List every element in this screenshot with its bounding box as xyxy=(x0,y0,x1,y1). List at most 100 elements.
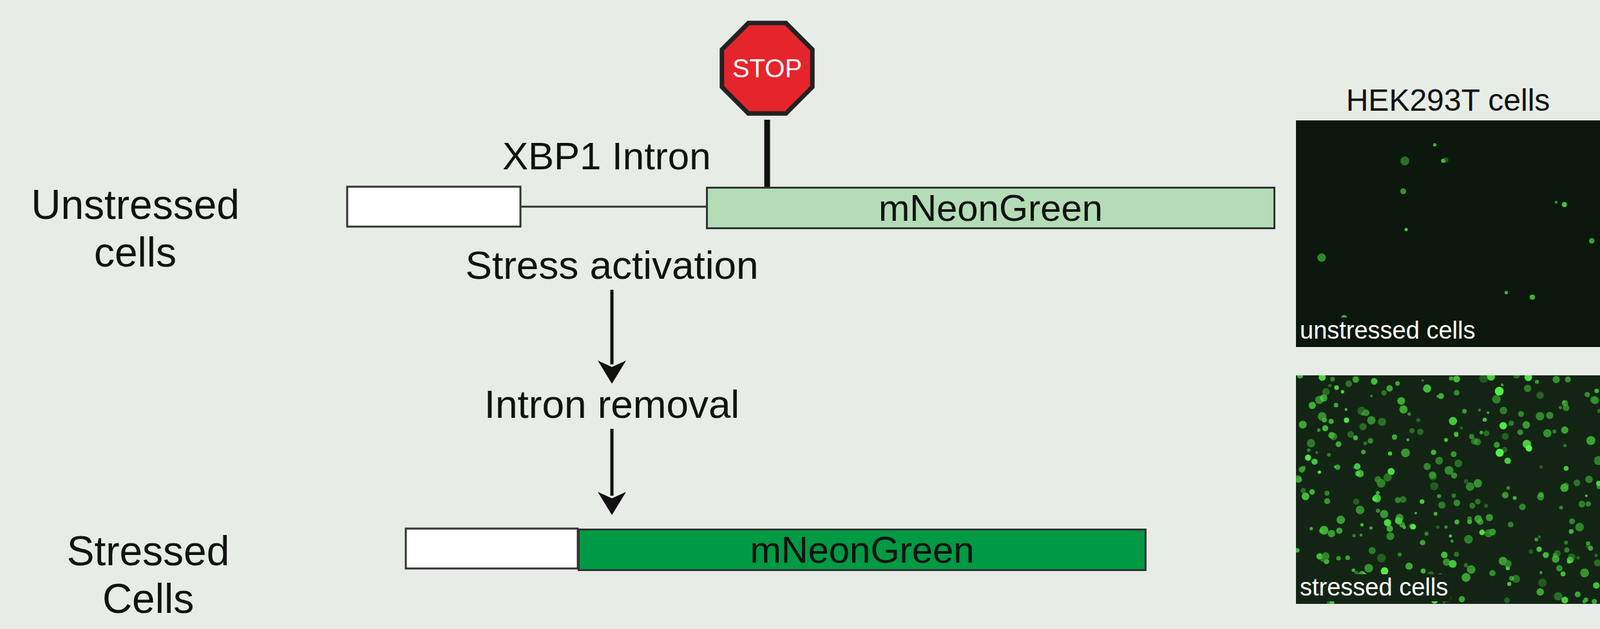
cell-dot xyxy=(1345,380,1353,388)
cell-dot xyxy=(1513,496,1517,501)
cell-dot xyxy=(1353,498,1360,505)
cell-dot xyxy=(1391,434,1398,440)
reporter-box: mNeonGreen xyxy=(705,186,1276,230)
cell-dot xyxy=(1386,385,1393,392)
cell-dot xyxy=(1495,387,1505,397)
cell-dot xyxy=(1399,496,1407,504)
cell-dot xyxy=(1322,388,1330,396)
flow-arrow xyxy=(610,428,614,496)
cell-dot xyxy=(1583,597,1589,603)
cell-dot xyxy=(1428,471,1437,480)
cell-dot xyxy=(1534,537,1539,542)
cell-dot xyxy=(1384,519,1392,527)
cell-dot xyxy=(1376,479,1386,489)
cell-dot xyxy=(1475,499,1481,505)
cell-dot xyxy=(1504,457,1512,465)
cell-dot xyxy=(1437,494,1441,498)
cell-dot xyxy=(1372,494,1381,504)
cell-dot xyxy=(1373,495,1378,500)
cell-dot xyxy=(1502,492,1509,499)
cell-dot xyxy=(1563,541,1568,545)
cell-dot xyxy=(1317,470,1322,475)
cell-dot xyxy=(1585,501,1591,507)
cell-dot xyxy=(1554,200,1559,205)
cell-dot xyxy=(1573,479,1581,487)
cell-dot xyxy=(1536,546,1542,553)
cell-dot xyxy=(1502,432,1510,440)
cell-dot xyxy=(1326,453,1331,458)
cell-dot xyxy=(1421,379,1425,382)
cell-dot xyxy=(1306,448,1311,452)
cell-dot xyxy=(1400,156,1410,166)
cell-dot xyxy=(1319,394,1327,402)
cell-dot xyxy=(1308,401,1316,410)
cell-dot xyxy=(1327,530,1336,538)
cell-dot xyxy=(1453,390,1460,397)
cell-dot xyxy=(1473,479,1483,488)
cell-dot xyxy=(1450,539,1454,543)
cell-dot xyxy=(1580,568,1590,578)
cell-dot xyxy=(1448,534,1452,538)
cell-dot xyxy=(1508,420,1514,426)
cell-dot xyxy=(1536,493,1544,501)
cell-dot xyxy=(1538,579,1547,588)
cell-dot xyxy=(1518,411,1524,418)
cell-dot xyxy=(1300,488,1306,494)
cell-dot xyxy=(1471,438,1479,446)
cell-dot xyxy=(1527,377,1532,381)
cell-dot xyxy=(1454,519,1459,525)
cell-dot xyxy=(1361,449,1366,455)
cell-dot xyxy=(1499,407,1508,415)
cell-dot xyxy=(1556,565,1563,572)
cell-dot xyxy=(1395,497,1401,504)
cell-dot xyxy=(1466,482,1475,491)
cell-dot xyxy=(1347,431,1354,439)
cell-dot xyxy=(1524,375,1533,382)
cell-dot xyxy=(1558,406,1562,410)
cell-dot xyxy=(1318,375,1326,382)
cell-dot xyxy=(1333,465,1337,469)
cell-dot xyxy=(1319,526,1329,536)
cell-dot xyxy=(1589,238,1595,245)
cell-dot xyxy=(1536,391,1544,400)
cell-dot xyxy=(1433,142,1437,147)
cell-dot xyxy=(1564,547,1570,553)
cell-dot xyxy=(1492,395,1501,404)
cell-dot xyxy=(1474,515,1483,524)
cell-dot xyxy=(1538,535,1541,538)
cell-dot xyxy=(1499,421,1508,430)
cell-dot xyxy=(1321,418,1327,424)
cell-dot xyxy=(1587,546,1593,552)
cell-dot xyxy=(1328,418,1334,424)
cell-dot xyxy=(1414,512,1418,515)
panel-heading: HEK293T cells xyxy=(1295,82,1600,118)
cell-image xyxy=(1295,375,1600,605)
cell-dot xyxy=(1575,523,1584,532)
cell-dot xyxy=(1416,418,1421,423)
cell-dot xyxy=(1513,375,1520,379)
cell-dot xyxy=(1408,523,1415,530)
cell-dot xyxy=(1352,376,1360,384)
cell-dot xyxy=(1335,441,1342,448)
cell-dot xyxy=(1381,390,1387,396)
cell-dot xyxy=(1561,202,1568,208)
cell-dot xyxy=(1336,555,1342,561)
cell-dot xyxy=(1453,552,1459,558)
cell-dot xyxy=(1311,458,1318,466)
cell-dot xyxy=(1444,466,1454,476)
cell-image xyxy=(1295,120,1600,348)
cell-dot xyxy=(1592,582,1600,589)
cell-dot xyxy=(1399,405,1409,415)
cell-dot xyxy=(1324,498,1331,505)
cell-dot xyxy=(1383,473,1392,482)
cell-dot xyxy=(1369,526,1373,530)
cell-dot xyxy=(1449,376,1454,382)
cell-dot xyxy=(1397,552,1402,557)
cell-dot xyxy=(1534,380,1539,384)
cell-dot xyxy=(1436,394,1440,399)
cell-dot xyxy=(1489,528,1497,536)
cell-dot xyxy=(1424,532,1429,536)
cell-dot xyxy=(1552,429,1557,434)
cell-dot xyxy=(1563,443,1567,448)
cell-dot xyxy=(1422,384,1432,393)
